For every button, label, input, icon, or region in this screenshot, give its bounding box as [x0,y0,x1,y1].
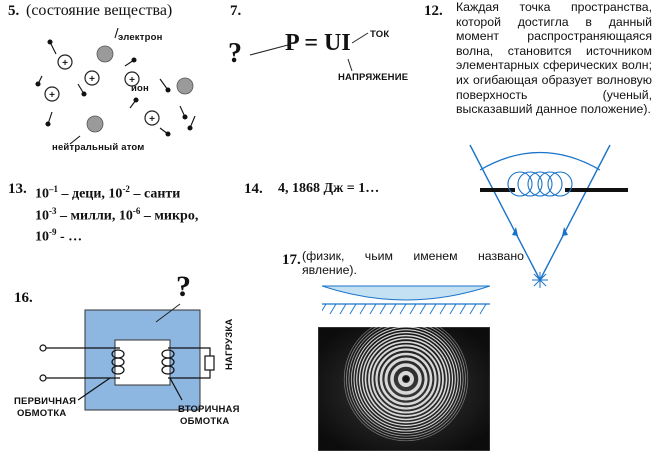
newton-rings-photo [318,327,490,451]
q13-l2-c: – микро, [140,208,199,224]
q7-formula: P = UI [285,30,351,56]
q5-label-electron: электрон [118,32,163,43]
huygens-diagram [469,144,628,288]
q13-l2-a-exp: -3 [49,205,57,216]
q14-number: 14. [244,181,263,197]
transformer-diagram [39,303,215,411]
q13-l3-a-exp: -9 [49,227,57,238]
q16-question-mark: ? [176,270,191,303]
q7-number: 7. [230,3,242,19]
q16-label-secondary-1: ВТОРИЧНАЯ [178,404,240,415]
newton-rings-lens [322,285,490,315]
q17-number: 17. [282,252,301,268]
q13-l1-c: – санти [129,186,181,202]
q5-label-neutral: нейтральный атом [52,142,145,153]
q5-particles-diagram: + + + + + [35,27,196,145]
q16-number: 16. [14,290,33,306]
q7-label-voltage: НАПРЯЖЕНИЕ [338,72,409,83]
q13-l2-a: 10 [35,208,49,224]
q14-text: 4, 1868 Дж = 1… [278,181,380,196]
svg-text:+: + [89,74,95,85]
q7-pointer-lines [249,32,369,72]
q13-number: 13. [8,181,27,197]
q13-text: 10–1 – деци, 10-2 – санти 10-3 – милли, … [35,181,198,246]
q5-number: 5. [8,3,20,19]
svg-text:+: + [129,75,135,86]
svg-text:+: + [149,114,155,125]
q13-l2-b-exp: -6 [132,205,141,216]
q13-l1-a: 10 [35,186,49,202]
q13-l3-a: 10 [35,229,49,245]
q13-line-1: 10–1 – деци, 10-2 – санти [35,181,198,203]
q13-l1-b: – деци, 10 [58,186,123,202]
q16-label-primary-2: ОБМОТКА [17,408,67,419]
q16-label-secondary-2: ОБМОТКА [180,416,230,427]
q16-label-load: НАГРУЗКА [224,318,235,370]
q13-line-2: 10-3 – милли, 10-6 – микро, [35,203,198,225]
svg-text:+: + [49,90,55,101]
q12-number: 12. [424,3,443,19]
q7-question-mark: ? [228,38,242,69]
q13-l3-b: - … [56,229,83,245]
q5-title: (состояние вещества) [26,2,173,19]
q13-l1-a-exp: –1 [49,184,58,194]
q13-l1-b-exp: -2 [122,184,130,194]
q13-line-3: 10-9 - … [35,224,198,246]
svg-text:+: + [62,58,68,69]
q16-label-primary-1: ПЕРВИЧНАЯ [14,396,77,407]
q17-text: (физик, чьим именем названо явление). [302,249,524,278]
q12-text: Каждая точка пространства, которой дости… [456,0,652,117]
q7-label-current: ТОК [370,29,390,40]
q5-label-ion: ион [131,83,149,94]
q13-l2-b: – милли, 10 [56,208,133,224]
